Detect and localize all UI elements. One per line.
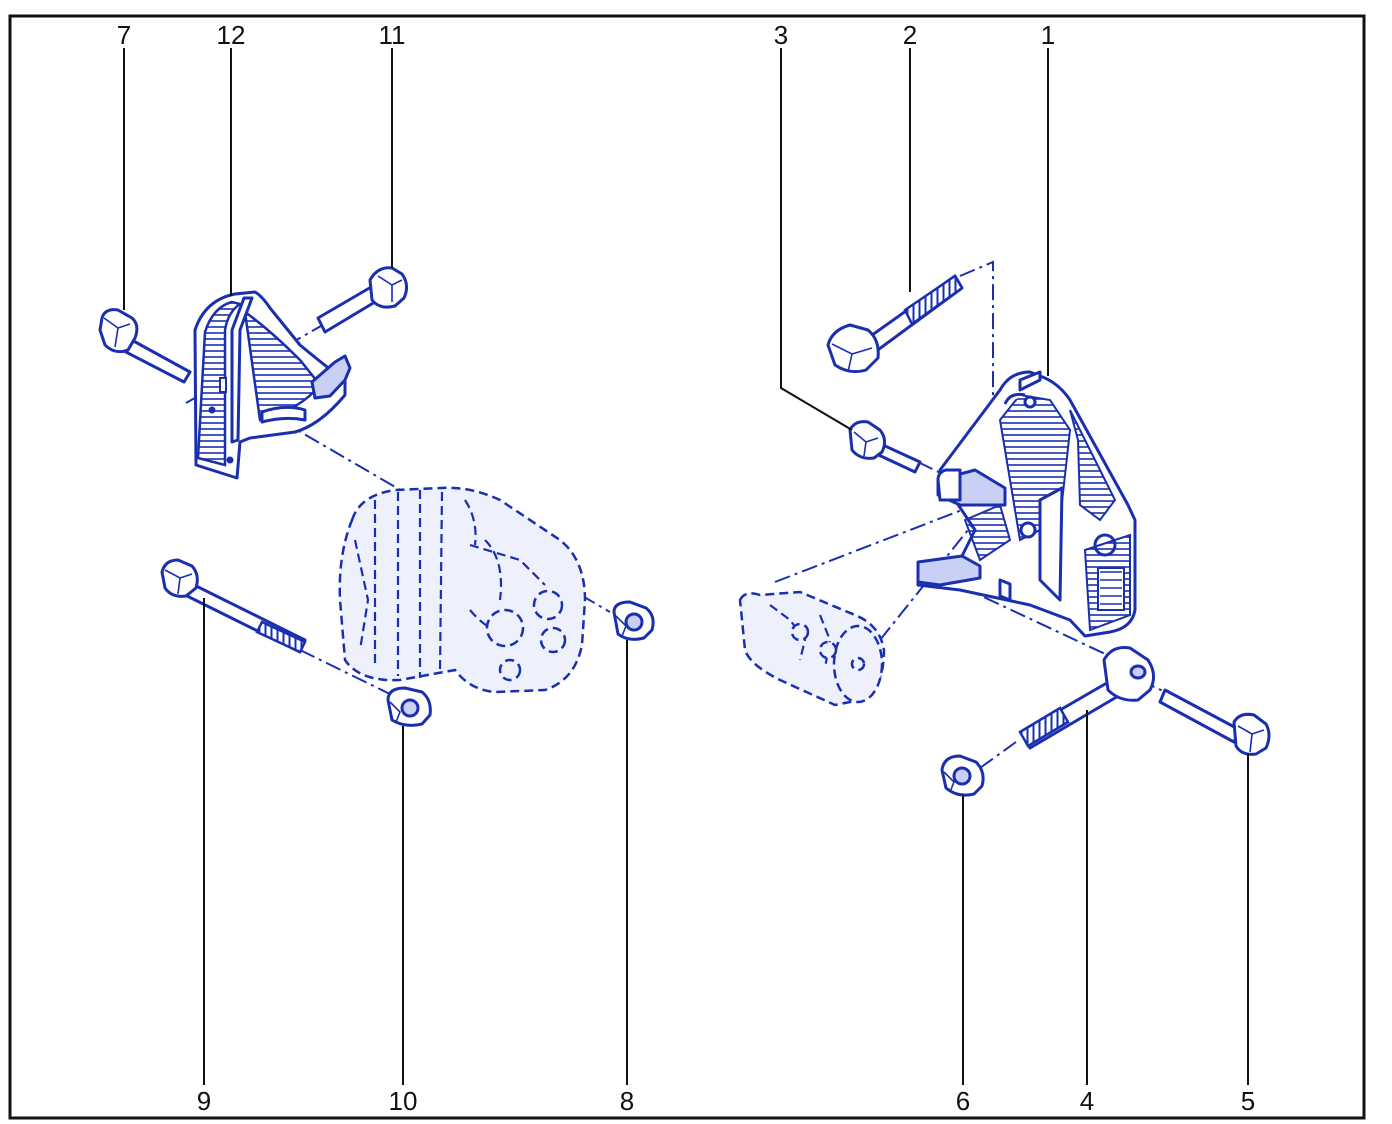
callout-8: 8 <box>620 1086 634 1116</box>
callout-1: 1 <box>1041 20 1055 50</box>
callout-7: 7 <box>117 20 131 50</box>
axis-line-pump-upper <box>774 504 976 583</box>
bolt-7 <box>98 308 192 384</box>
bolt-9 <box>160 558 307 654</box>
leader-3 <box>780 48 853 431</box>
axis-line-alternator-lower <box>299 649 393 696</box>
nut-6 <box>940 754 985 797</box>
bolt-2 <box>826 274 964 374</box>
callout-5: 5 <box>1241 1086 1255 1116</box>
alternator-ghost <box>338 486 587 694</box>
callout-4: 4 <box>1080 1086 1094 1116</box>
link-rod-4 <box>1018 646 1155 750</box>
bolt-3 <box>848 420 922 474</box>
callout-12: 12 <box>217 20 246 50</box>
callout-3: 3 <box>774 20 788 50</box>
pump-ghost <box>738 590 886 707</box>
bolt-11 <box>316 266 409 334</box>
nut-8 <box>612 600 655 641</box>
callout-10: 10 <box>389 1086 418 1116</box>
axis-line-nut-6 <box>979 741 1017 769</box>
callout-9: 9 <box>197 1086 211 1116</box>
bolt-5 <box>1158 688 1271 756</box>
diagram-frame <box>8 14 1366 1120</box>
callout-2: 2 <box>903 20 917 50</box>
callout-6: 6 <box>956 1086 970 1116</box>
nut-10 <box>386 686 432 727</box>
axis-line-alternator-upper <box>279 419 611 613</box>
pump-bracket <box>916 370 1137 638</box>
callout-11: 11 <box>379 20 406 50</box>
axis-line-bolt-2 <box>959 260 994 440</box>
axis-line-link-rod <box>957 584 1119 661</box>
alternator-bracket <box>193 290 352 480</box>
